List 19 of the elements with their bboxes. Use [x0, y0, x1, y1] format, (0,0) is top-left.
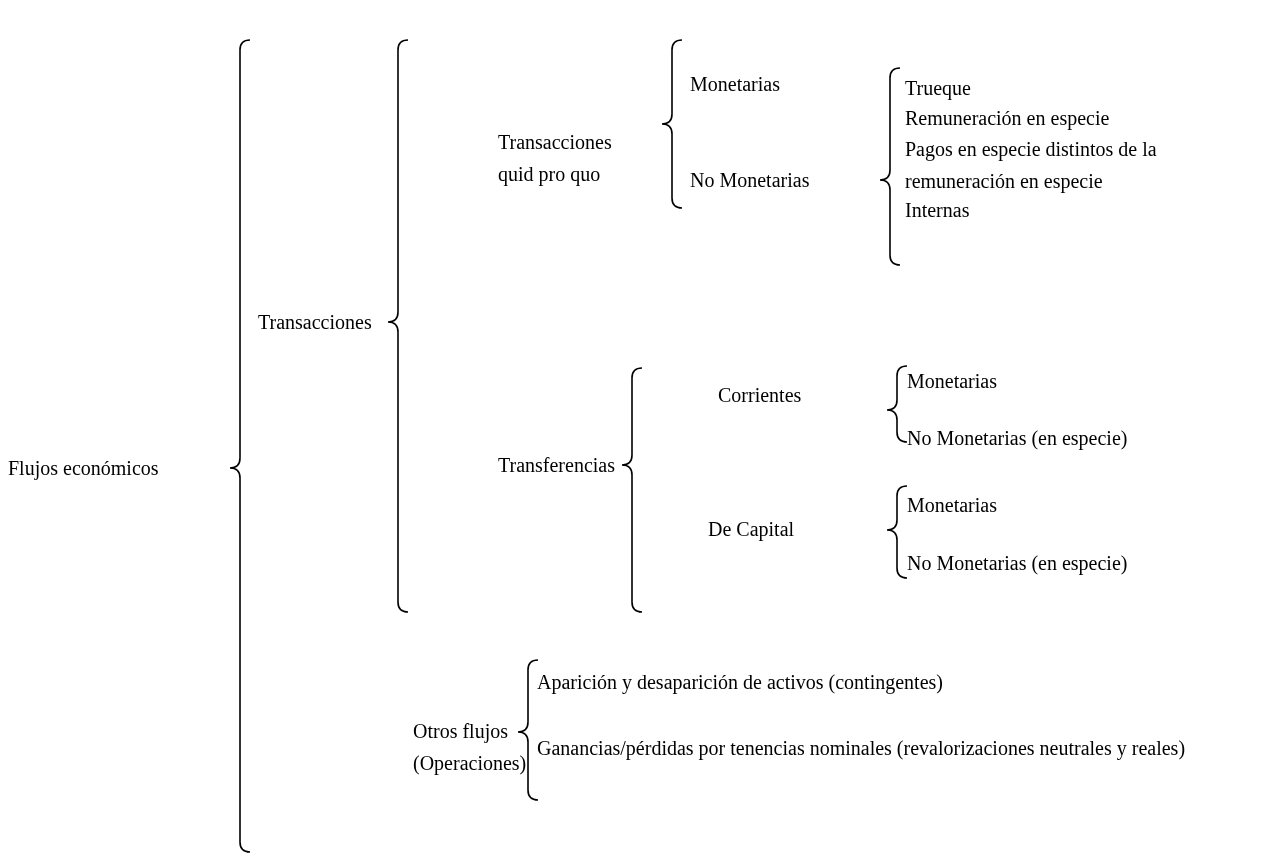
category-label: No Monetarias (en especie): [907, 426, 1128, 452]
category-label: No Monetarias (en especie): [907, 551, 1128, 577]
category-label: Pagos en especie distintos de la remuneración en especie: [905, 137, 1158, 195]
category-label: No Monetarias: [690, 168, 810, 193]
category-label: Transacciones: [258, 310, 372, 335]
category-label: Ganancias/pérdidas por tenencias nominales (revalorizaciones neutrales y reales): [537, 736, 1186, 762]
category-label: De Capital: [708, 517, 795, 543]
category-label: Monetarias: [907, 369, 997, 394]
category-label: Monetarias: [690, 72, 780, 97]
category-label: Aparición y desaparición de activos (contingentes): [537, 670, 943, 696]
category-label: Transacciones quid pro quo: [498, 130, 613, 188]
category-label: Monetarias: [907, 493, 997, 518]
category-label: Flujos económicos: [8, 456, 159, 482]
category-label: Otros flujos (Operaciones): [413, 719, 528, 777]
category-label: Remuneración en especie: [905, 106, 1110, 132]
category-label: Corrientes: [718, 383, 802, 408]
category-label: Transferencias: [498, 453, 615, 478]
category-label: Internas: [905, 198, 970, 223]
category-label: Trueque: [905, 76, 971, 102]
